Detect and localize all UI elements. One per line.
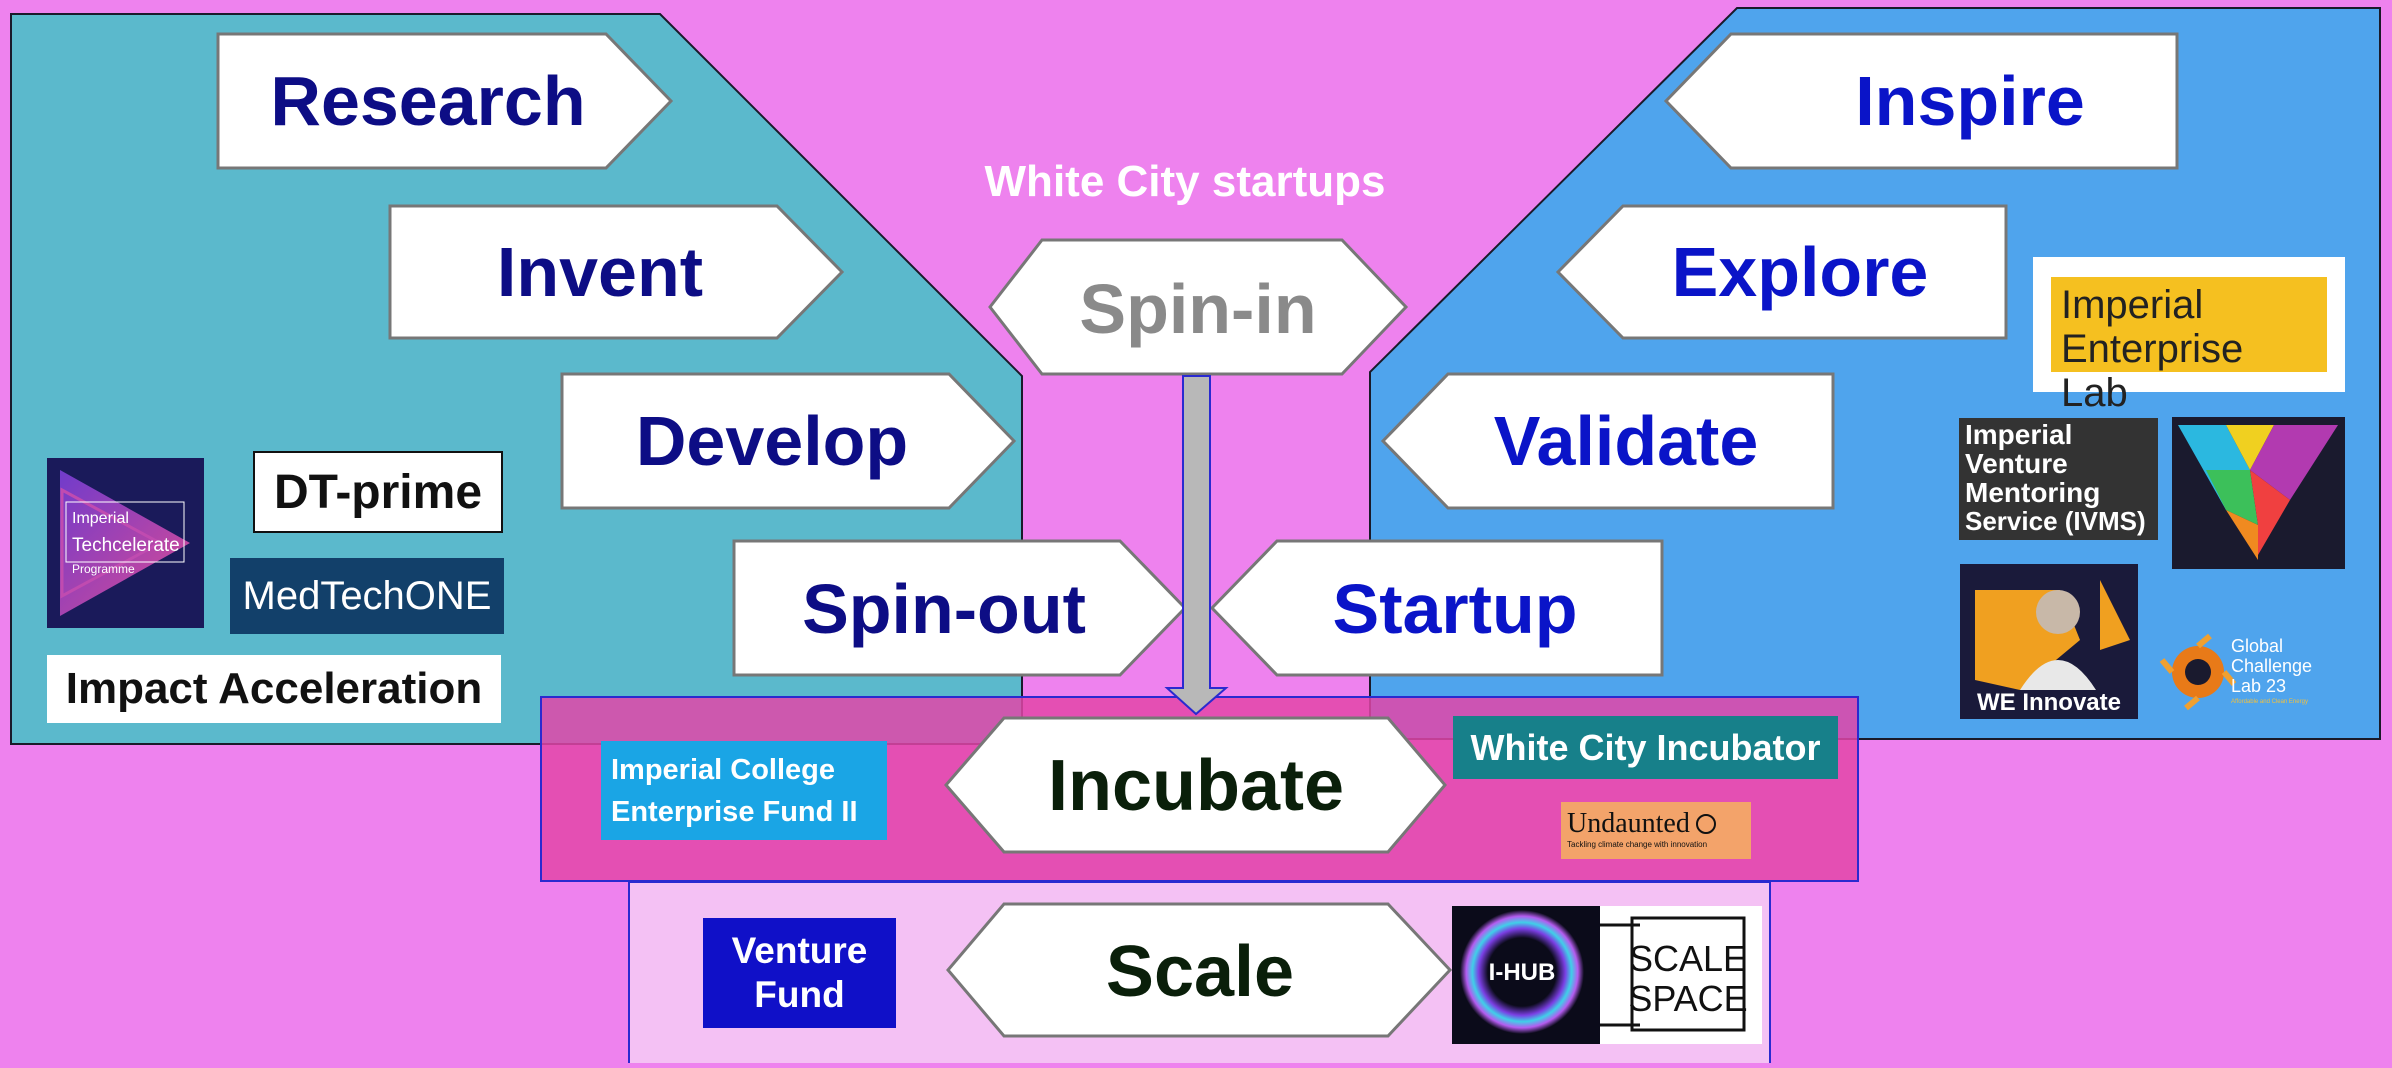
- scale-label: Scale: [1106, 932, 1294, 1012]
- spin-out-label: Spin-out: [802, 570, 1086, 648]
- validate-label: Validate: [1494, 402, 1759, 480]
- undaunted-name: Undaunted: [1567, 808, 1690, 839]
- ivms-line4: Service (IVMS): [1965, 506, 2146, 536]
- we-innovate-text: WE Innovate: [1976, 689, 2121, 716]
- techcelerate-line1: Imperial: [72, 510, 129, 527]
- global-challenge-line1: Global: [2231, 636, 2284, 656]
- enterprise-lab-line2: Enterprise Lab: [2061, 327, 2244, 415]
- explore-arrow: [1555, 204, 2008, 340]
- scale-space-line1: SCALE: [1629, 938, 1747, 979]
- techcelerate-logo: Imperial Techcelerate Programme: [47, 458, 204, 628]
- we-innovate-label-box: WE Innovate: [1960, 687, 2138, 719]
- techcelerate-line3: Programme: [72, 562, 135, 576]
- white-city-incubator-text: White City Incubator: [1470, 726, 1821, 768]
- dt-prime-logo: DT-prime: [253, 451, 503, 533]
- startup-label: Startup: [1333, 570, 1578, 648]
- develop-label: Develop: [636, 402, 908, 480]
- invent-label: Invent: [497, 233, 703, 311]
- techcelerate-line2: Techcelerate: [72, 535, 180, 556]
- venture-fund-line1: Venture: [731, 930, 868, 971]
- spin-in-hexagon: [988, 238, 1409, 376]
- undaunted-tagline: Tackling climate change with innovation: [1567, 840, 1708, 849]
- global-challenge-line2: Challenge: [2231, 656, 2313, 676]
- enterprise-fund-line2: Enterprise Fund II: [611, 796, 858, 828]
- colorful-v-icon: [2172, 417, 2345, 569]
- i-hub-label: I-HUB: [1489, 959, 1556, 986]
- research-arrow: [216, 32, 674, 170]
- impact-acceleration-logo: Impact Acceleration: [47, 655, 501, 723]
- medtechone-logo: MedTechONE: [230, 558, 504, 634]
- enterprise-fund-logo: Imperial College Enterprise Fund II: [601, 741, 887, 840]
- inspire-label: Inspire: [1855, 62, 2085, 140]
- global-challenge-tagline: Affordable and Clean Energy: [2231, 699, 2308, 705]
- global-challenge-logo: Global Challenge Lab 23 Affordable and C…: [2231, 636, 2347, 716]
- explore-label: Explore: [1672, 233, 1929, 311]
- spin-in-label: Spin-in: [1079, 270, 1316, 348]
- dt-prime-text: DT-prime: [273, 465, 483, 519]
- global-challenge-line3: Lab 23: [2231, 676, 2287, 696]
- validate-arrow: [1380, 372, 1835, 510]
- impact-acceleration-text: Impact Acceleration: [65, 664, 483, 713]
- portrait-photo-icon: [1960, 564, 2138, 719]
- scale-space-logo: SCALE SPACE: [1600, 906, 1762, 1044]
- venture-fund-line2: Fund: [754, 974, 845, 1015]
- research-label: Research: [270, 62, 585, 140]
- medtechone-text: MedTechONE: [242, 573, 492, 618]
- develop-arrow: [560, 372, 1017, 510]
- venture-fund-logo: Venture Fund: [703, 918, 896, 1028]
- ivms-line1: Imperial: [1965, 419, 2073, 450]
- scale-space-line2: SPACE: [1628, 978, 1747, 1019]
- enterprise-lab-logo: Imperial Enterprise Lab: [2033, 257, 2345, 415]
- globe-icon: [1695, 814, 1716, 834]
- incubate-label: Incubate: [1048, 746, 1344, 826]
- ivms-line3: Mentoring: [1965, 477, 2101, 508]
- diagram-title: White City startups: [985, 157, 1386, 206]
- startup-arrow: [1209, 539, 1664, 677]
- sun-swirl-icon: [2159, 633, 2237, 711]
- down-arrow: [1164, 375, 1229, 716]
- enterprise-fund-line1: Imperial College: [611, 754, 836, 786]
- undaunted-logo: Undaunted Tackling climate change with i…: [1561, 802, 1751, 859]
- spin-out-arrow: [732, 539, 1188, 677]
- incubate-hexagon: [944, 716, 1447, 854]
- invent-arrow: [388, 204, 845, 340]
- scale-hexagon: [946, 902, 1453, 1038]
- ivms-logo: Imperial Venture Mentoring Service (IVMS…: [1959, 418, 2158, 540]
- white-city-incubator-logo: White City Incubator: [1453, 716, 1838, 779]
- glowing-ring-icon: [1452, 906, 1600, 1044]
- inspire-arrow: [1663, 32, 2179, 170]
- ivms-line2: Venture: [1965, 448, 2068, 479]
- enterprise-lab-line1: Imperial: [2061, 283, 2204, 327]
